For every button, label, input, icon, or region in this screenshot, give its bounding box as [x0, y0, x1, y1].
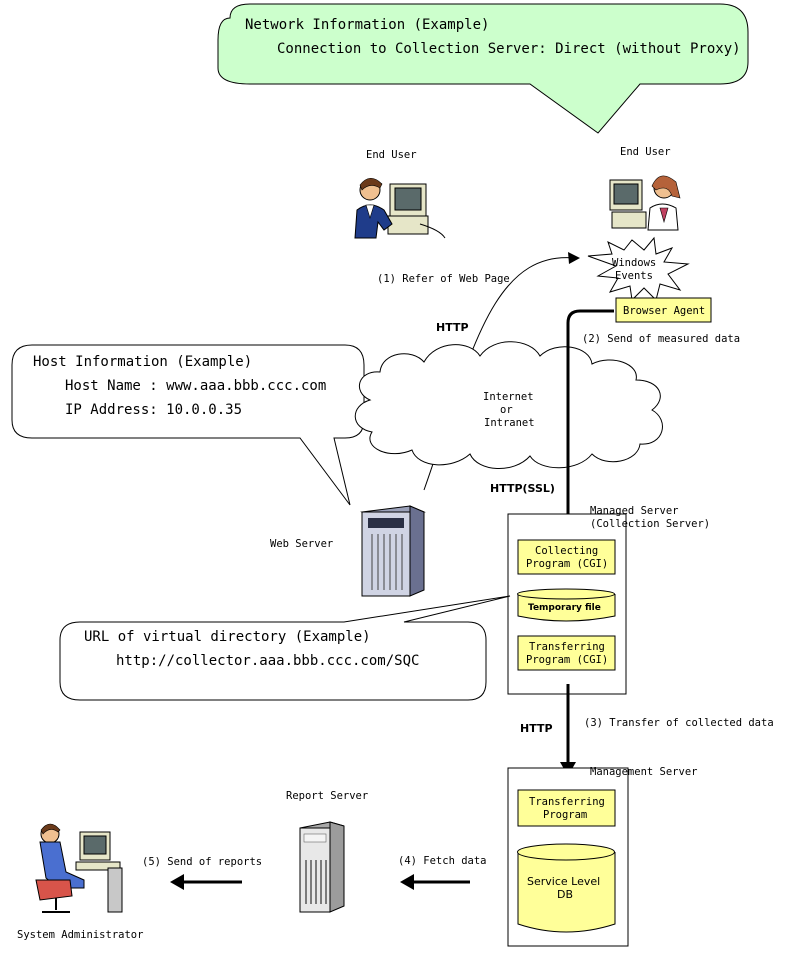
network-info-connection: Connection to Collection Server: Direct …	[277, 41, 741, 57]
woman-computer-icon	[609, 175, 681, 231]
fetch-data-arrow: (4) Fetch data	[398, 855, 487, 890]
collecting-line2: Program (CGI)	[526, 558, 608, 570]
temporary-file-cylinder: Temporary file	[517, 588, 616, 622]
report-server: Report Server	[286, 790, 368, 913]
url-info-bubble: URL of virtual directory (Example) http:…	[59, 595, 511, 701]
internet-line1: Internet	[483, 391, 534, 403]
browser-agent-box: Browser Agent	[615, 297, 712, 323]
http-ssl-label: HTTP(SSL)	[490, 482, 555, 495]
service-level-line1: Service Level	[527, 875, 600, 888]
network-info-bubble: Network Information (Example) Connection…	[217, 3, 749, 134]
service-level-line2: DB	[557, 888, 573, 901]
internet-cloud: Internet or Intranet	[354, 341, 663, 469]
host-info-bubble: Host Information (Example) Host Name : w…	[11, 344, 365, 506]
transferring-program-box: Transferring Program	[517, 789, 616, 827]
http-top-label: HTTP	[436, 321, 469, 334]
managed-server-line1: Managed Server	[590, 505, 679, 517]
report-server-label: Report Server	[286, 790, 368, 802]
system-administrator: System Administrator	[17, 823, 143, 941]
windows-events-burst: Windows Events	[587, 236, 690, 302]
temporary-file-label: Temporary file	[528, 603, 601, 613]
host-info-title: Host Information (Example)	[33, 354, 252, 370]
transferring-cgi-line1: Transferring	[529, 641, 605, 653]
admin-at-desk-icon	[35, 823, 123, 913]
transfer-collected-data-arrow: (3) Transfer of collected data HTTP	[520, 684, 774, 776]
browser-agent-label: Browser Agent	[623, 305, 705, 317]
step3-label: (3) Transfer of collected data	[584, 717, 774, 729]
transferring-program-line1: Transferring	[529, 796, 605, 808]
end-user-right: End User	[609, 146, 681, 231]
internet-line2: or	[500, 404, 513, 416]
windows-events-line2: Events	[615, 270, 653, 282]
refer-web-page-arrow: (1) Refer of Web Page HTTP	[377, 252, 580, 491]
managed-server: Managed Server (Collection Server) Colle…	[507, 505, 710, 695]
end-user-left-label: End User	[366, 149, 417, 161]
web-server-label: Web Server	[270, 538, 333, 550]
man-computer-icon	[354, 177, 446, 239]
management-server: Management Server Transferring Program S…	[507, 766, 697, 947]
end-user-right-label: End User	[620, 146, 671, 158]
host-name-text: Host Name : www.aaa.bbb.ccc.com	[65, 378, 326, 394]
network-info-title: Network Information (Example)	[245, 17, 489, 33]
windows-events-line1: Windows	[612, 257, 656, 269]
step5-label: (5) Send of reports	[142, 856, 262, 868]
ip-address-text: IP Address: 10.0.0.35	[65, 402, 242, 418]
internet-line3: Intranet	[484, 417, 535, 429]
step4-label: (4) Fetch data	[398, 855, 487, 867]
system-admin-label: System Administrator	[17, 929, 143, 941]
url-info-title: URL of virtual directory (Example)	[84, 629, 371, 645]
managed-server-line2: (Collection Server)	[590, 518, 710, 530]
collecting-line1: Collecting	[535, 545, 598, 557]
send-reports-arrow: (5) Send of reports	[142, 856, 262, 890]
http-mid-label: HTTP	[520, 722, 553, 735]
url-text: http://collector.aaa.bbb.ccc.com/SQC	[116, 653, 419, 669]
step2-label: (2) Send of measured data	[582, 333, 740, 345]
web-server-icon	[360, 505, 426, 597]
step1-label: (1) Refer of Web Page	[377, 273, 510, 285]
collecting-program-box: Collecting Program (CGI)	[517, 539, 616, 575]
report-server-icon	[299, 821, 345, 913]
end-user-left: End User	[354, 149, 446, 239]
transferring-cgi-box: Transferring Program (CGI)	[517, 635, 616, 671]
transferring-program-line2: Program	[543, 809, 587, 821]
web-server: Web Server	[270, 505, 426, 597]
transferring-cgi-line2: Program (CGI)	[526, 654, 608, 666]
management-server-label: Management Server	[590, 766, 697, 778]
service-level-db-cylinder: Service Level DB	[517, 843, 616, 933]
